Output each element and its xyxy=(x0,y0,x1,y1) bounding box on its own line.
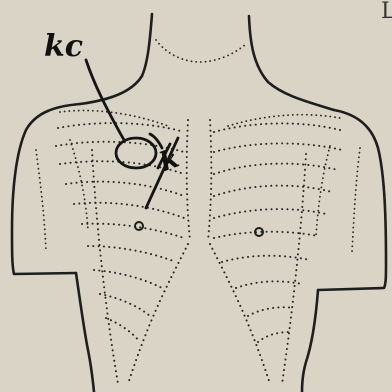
marker-label-upper: kc xyxy=(44,29,83,64)
edge-letter: L xyxy=(381,0,392,24)
